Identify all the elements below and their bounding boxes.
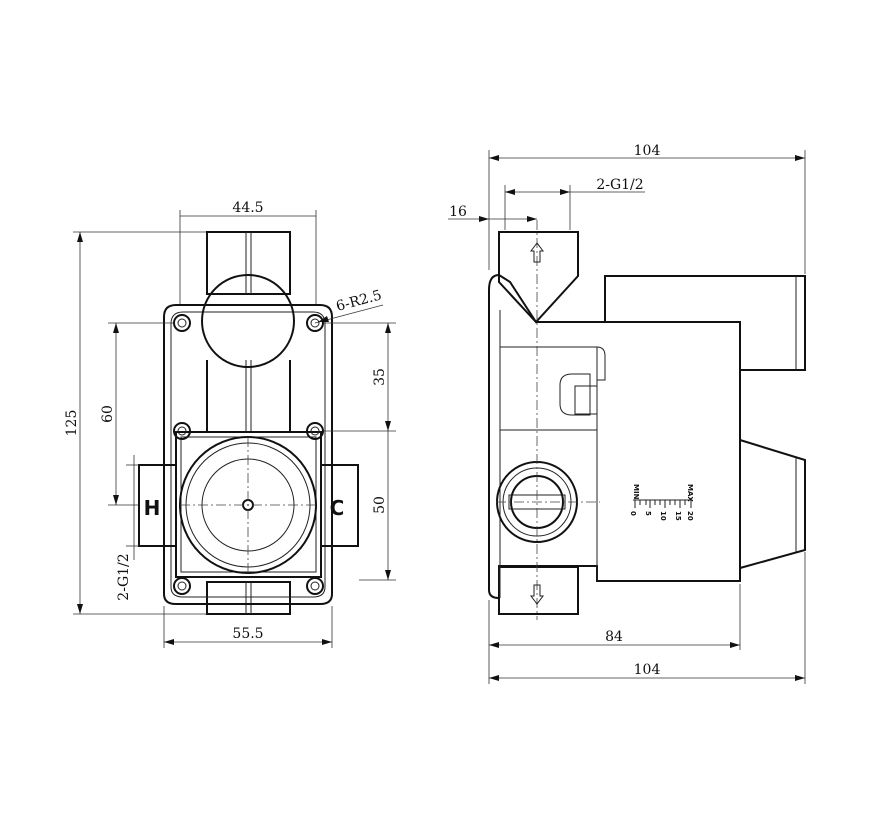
dim-overall-height: 125 [64, 410, 80, 437]
hot-label: H [144, 496, 161, 520]
scale-min-label: MIN [632, 484, 640, 500]
mount-hole-icons [173, 314, 324, 595]
dim-body-depth: 84 [605, 629, 623, 645]
dim-lower-spacing: 50 [372, 496, 388, 514]
flow-up-arrow-icon [530, 242, 544, 263]
flow-down-arrow-icon [530, 584, 544, 605]
scale-tick-0: 0 [629, 511, 637, 516]
flow-scale: MIN MAX 0 5 10 15 20 [629, 484, 694, 521]
scale-max-label: MAX [686, 484, 694, 502]
side-view: MIN MAX 0 5 10 15 20 104 2-G1/2 16 [448, 143, 806, 684]
dim-upper-spacing: 35 [372, 368, 388, 386]
dim-overall-width-top: 104 [634, 143, 661, 159]
dim-mount-holes: 6-R2.5 [334, 287, 383, 314]
dim-inlet-thread: 2-G1/2 [116, 553, 132, 600]
dim-top-width: 44.5 [232, 200, 263, 216]
scale-tick-10: 10 [659, 511, 667, 521]
cold-label: C [330, 496, 345, 520]
dim-outlet-thread: 2-G1/2 [596, 177, 643, 193]
dim-overall-width-bottom: 104 [634, 662, 661, 678]
front-view: H C 44.5 125 60 2-G1/2 35 [64, 200, 396, 648]
dim-offset: 16 [449, 204, 467, 220]
scale-tick-20: 20 [686, 511, 694, 521]
scale-tick-15: 15 [674, 511, 682, 521]
dim-hole-spacing: 60 [100, 405, 116, 423]
dim-bottom-width: 55.5 [232, 626, 263, 642]
scale-tick-5: 5 [644, 511, 652, 516]
